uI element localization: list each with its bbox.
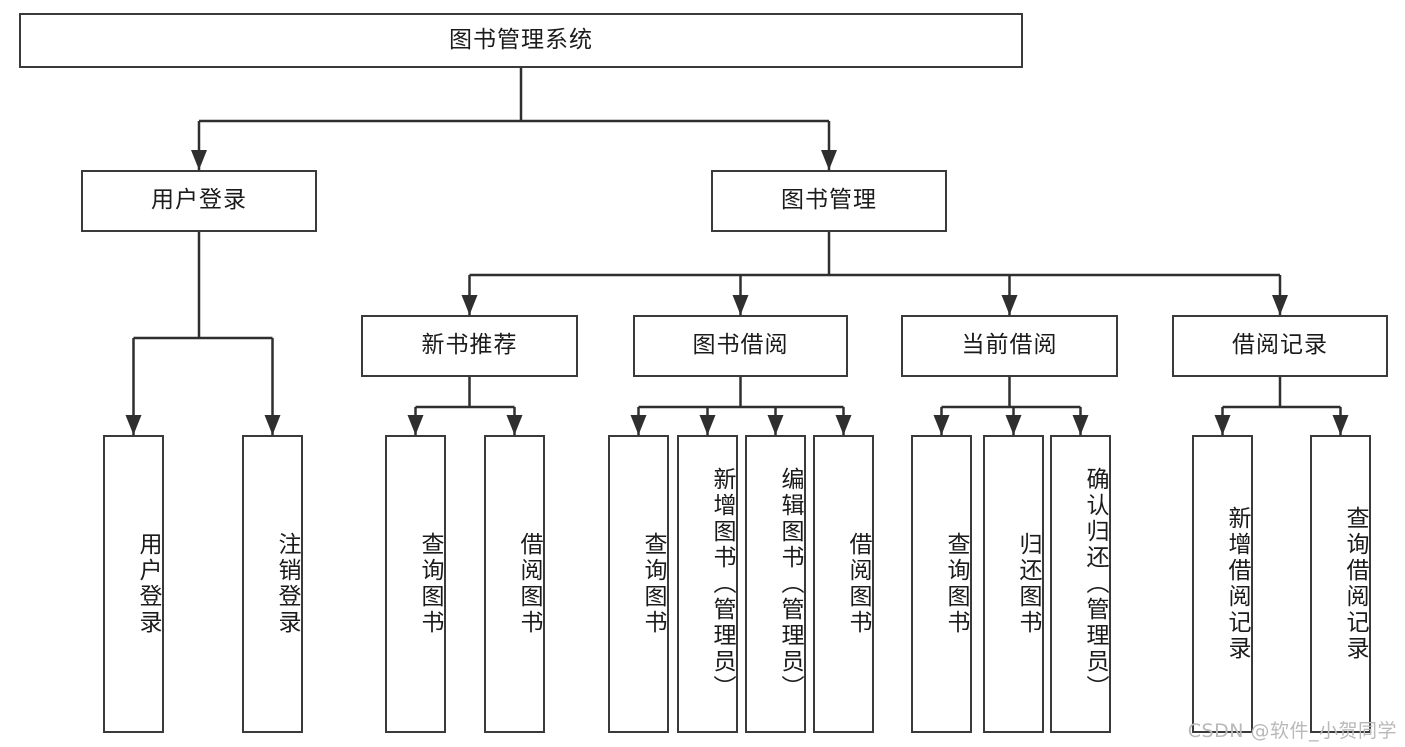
node-leaf-cur-return[interactable]: 归还图书 xyxy=(983,435,1044,733)
node-label: 新增图书（管理员） xyxy=(709,467,735,701)
node-leaf-rec-add[interactable]: 新增借阅记录 xyxy=(1192,435,1253,733)
edge-arrowhead xyxy=(630,415,647,435)
node-new-book-rec[interactable]: 新书推荐 xyxy=(361,315,578,377)
node-book-manage[interactable]: 图书管理 xyxy=(711,170,947,232)
node-label: 编辑图书（管理员） xyxy=(777,467,803,701)
node-label: 当前借阅 xyxy=(961,332,1058,359)
node-leaf-rec-query[interactable]: 查询图书 xyxy=(385,435,446,733)
node-leaf-user-logout[interactable]: 注销登录 xyxy=(242,435,303,733)
node-label: 归还图书 xyxy=(1015,532,1041,636)
edge-arrowhead xyxy=(264,415,281,435)
edge-arrowhead xyxy=(191,150,207,170)
edge-arrowhead xyxy=(1001,295,1018,315)
node-label: 注销登录 xyxy=(274,532,300,636)
edge-arrowhead xyxy=(699,415,716,435)
node-leaf-borrow-edit[interactable]: 编辑图书（管理员） xyxy=(745,435,806,733)
node-leaf-cur-confirm[interactable]: 确认归还（管理员） xyxy=(1050,435,1111,733)
edge-arrowhead xyxy=(506,415,523,435)
node-label: 图书借阅 xyxy=(692,332,789,359)
node-label: 借阅记录 xyxy=(1232,332,1328,359)
edge-arrowhead xyxy=(461,295,478,315)
edge-arrowhead xyxy=(821,150,837,170)
node-leaf-borrow-query[interactable]: 查询图书 xyxy=(608,435,669,733)
node-leaf-rec-query2[interactable]: 查询借阅记录 xyxy=(1310,435,1371,733)
node-label: 查询图书 xyxy=(943,532,969,636)
edge-arrowhead xyxy=(1072,415,1089,435)
node-label: 图书管理系统 xyxy=(449,26,593,53)
node-label: 借阅图书 xyxy=(516,532,542,636)
node-root[interactable]: 图书管理系统 xyxy=(19,13,1023,68)
edge-arrowhead xyxy=(407,415,424,435)
node-label: 查询图书 xyxy=(417,532,443,636)
node-label: 借阅图书 xyxy=(845,532,871,636)
edge-arrowhead xyxy=(835,415,852,435)
edge-arrowhead xyxy=(732,295,749,315)
edge-arrowhead xyxy=(1272,295,1288,315)
edge-arrowhead xyxy=(1332,415,1349,435)
node-label: 确认归还（管理员） xyxy=(1082,467,1108,701)
node-label: 查询借阅记录 xyxy=(1342,506,1368,662)
node-label: 用户登录 xyxy=(135,532,161,636)
node-label: 查询图书 xyxy=(640,532,666,636)
node-current-borrow[interactable]: 当前借阅 xyxy=(901,315,1118,377)
node-leaf-rec-borrow[interactable]: 借阅图书 xyxy=(484,435,545,733)
edge-arrowhead xyxy=(767,415,784,435)
edge-arrowhead xyxy=(933,415,950,435)
node-leaf-cur-query[interactable]: 查询图书 xyxy=(911,435,972,733)
node-user-login[interactable]: 用户登录 xyxy=(81,170,317,232)
node-leaf-borrow-lend[interactable]: 借阅图书 xyxy=(813,435,874,733)
node-leaf-user-login[interactable]: 用户登录 xyxy=(103,435,164,733)
edge-arrowhead xyxy=(125,415,142,435)
node-label: 图书管理 xyxy=(781,187,877,214)
node-book-borrow[interactable]: 图书借阅 xyxy=(633,315,848,377)
node-label: 新书推荐 xyxy=(421,332,518,359)
node-borrow-record[interactable]: 借阅记录 xyxy=(1172,315,1388,377)
node-label: 用户登录 xyxy=(151,187,247,214)
node-leaf-borrow-add[interactable]: 新增图书（管理员） xyxy=(677,435,738,733)
watermark-label: CSDN @软件_小贺同学 xyxy=(1187,720,1397,742)
edge-arrowhead xyxy=(1005,415,1022,435)
node-label: 新增借阅记录 xyxy=(1224,506,1250,662)
edge-arrowhead xyxy=(1214,415,1231,435)
